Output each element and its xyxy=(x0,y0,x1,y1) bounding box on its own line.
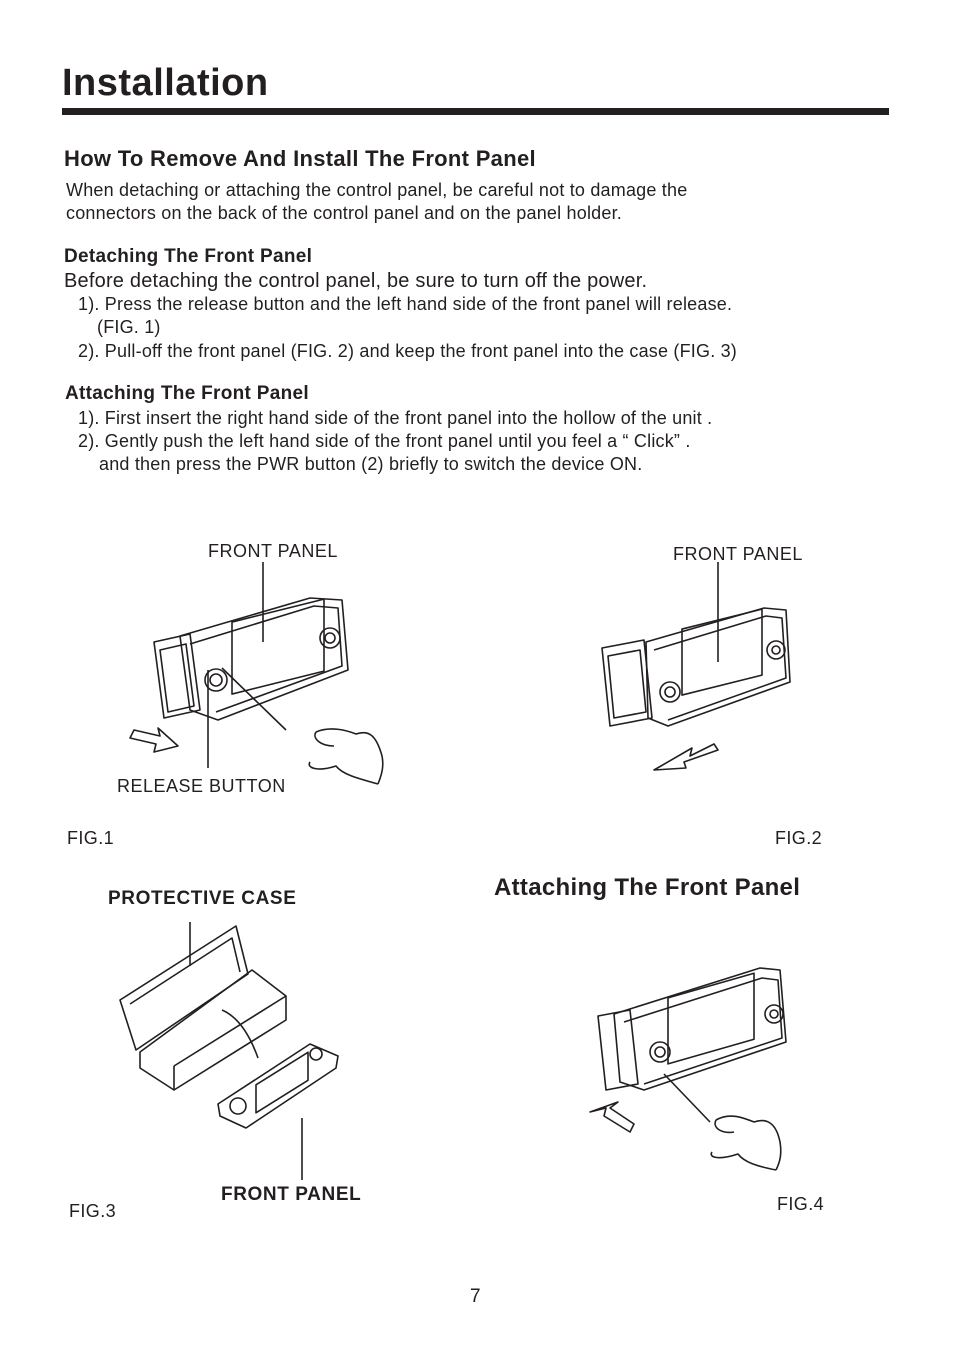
fig1-left-knob xyxy=(205,669,227,691)
page-title: Installation xyxy=(62,62,269,104)
attaching-heading: Attaching The Front Panel xyxy=(65,383,309,404)
fig1-arrow xyxy=(130,728,178,752)
fig4-left-knob xyxy=(650,1042,670,1062)
fig1-release-button-label: RELEASE BUTTON xyxy=(117,776,286,796)
title-rule xyxy=(62,108,889,115)
fig4-hand xyxy=(711,1116,781,1170)
fig4-right-knob xyxy=(765,1005,783,1023)
fig1-front-panel-label: FRONT PANEL xyxy=(208,541,338,561)
section-heading: How To Remove And Install The Front Pane… xyxy=(64,146,536,171)
fig1-label: FIG.1 xyxy=(67,828,115,848)
fig2-screen xyxy=(682,609,762,695)
fig4-heading: Attaching The Front Panel xyxy=(494,874,801,901)
fig3-knob-left xyxy=(230,1098,246,1114)
fig2-illustration xyxy=(590,570,810,780)
fig4-unit-body xyxy=(614,968,786,1090)
detaching-heading: Detaching The Front Panel xyxy=(64,246,313,267)
fig2-arrow xyxy=(654,744,718,770)
fig4-illustration xyxy=(584,962,804,1172)
fig4-panel xyxy=(598,1010,638,1090)
intro-line-1: When detaching or attaching the control … xyxy=(66,180,688,200)
fig3-case-body xyxy=(140,970,286,1090)
fig2-front-panel-label: FRONT PANEL xyxy=(673,544,803,564)
fig3-front-panel-label: FRONT PANEL xyxy=(221,1184,362,1205)
fig1-right-knob xyxy=(320,628,340,648)
attaching-step-2: 2). Gently push the left hand side of th… xyxy=(78,431,691,451)
detaching-step-1: 1). Press the release button and the lef… xyxy=(78,294,733,314)
fig1-detached-panel xyxy=(154,634,200,718)
detaching-step-1-cont: (FIG. 1) xyxy=(97,317,161,337)
fig4-label: FIG.4 xyxy=(777,1194,825,1214)
detaching-lead: Before detaching the control panel, be s… xyxy=(64,270,648,292)
fig3-case-lid xyxy=(120,926,248,1050)
fig2-detached-panel xyxy=(602,640,652,726)
intro-line-2: connectors on the back of the control pa… xyxy=(66,203,622,223)
fig3-front-panel xyxy=(218,1044,338,1128)
fig3-illustration xyxy=(110,918,360,1188)
attaching-step-1: 1). First insert the right hand side of … xyxy=(78,408,713,428)
fig3-protective-case-label: PROTECTIVE CASE xyxy=(108,888,297,909)
fig2-left-knob xyxy=(660,682,680,702)
fig1-screen xyxy=(232,599,324,694)
fig1-unit-body xyxy=(180,598,348,720)
attaching-step-2-cont: and then press the PWR button (2) briefl… xyxy=(99,454,643,474)
fig3-arc xyxy=(222,1010,258,1058)
fig2-label: FIG.2 xyxy=(775,828,823,848)
fig3-label: FIG.3 xyxy=(69,1201,117,1221)
fig1-hand xyxy=(309,729,383,784)
fig4-arrow xyxy=(590,1102,634,1132)
detaching-step-2: 2). Pull-off the front panel (FIG. 2) an… xyxy=(78,341,738,361)
fig4-screen xyxy=(668,973,754,1064)
page-number: 7 xyxy=(470,1286,481,1307)
fig2-right-knob xyxy=(767,641,785,659)
fig3-knob-right xyxy=(310,1048,322,1060)
fig1-illustration xyxy=(120,560,400,790)
fig3-screen xyxy=(256,1052,308,1112)
